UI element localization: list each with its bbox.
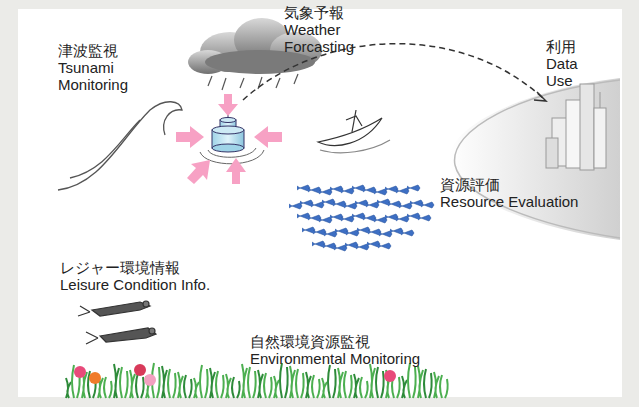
shore-curve [455,80,620,238]
fish-school [289,185,434,251]
english-label: Environmental Monitoring [250,350,470,367]
arrowhead [534,92,546,101]
seaweed-bed [66,363,448,398]
english-label: Tsunami Monitoring [58,59,168,93]
japanese-label: レジャー環境情報 [60,259,260,276]
japanese-label: 利用 [546,38,626,55]
divers [78,301,156,344]
input-arrows [176,94,282,184]
english-label: Leisure Condition Info. [60,276,280,293]
tsunami-wave [58,102,182,190]
japanese-label: 自然環境資源監視 [250,333,450,350]
japanese-label: 気象予報 [284,4,394,21]
english-label: Resource Evaluation [440,193,630,210]
japanese-label: 資源評価 [440,176,620,193]
japanese-label: 津波監視 [58,42,198,59]
english-label: Weather Forcasting [284,21,374,55]
fishing-boat [318,110,390,153]
english-label: Data Use [546,55,596,89]
city-buildings [546,84,606,170]
shoreline [449,78,620,240]
